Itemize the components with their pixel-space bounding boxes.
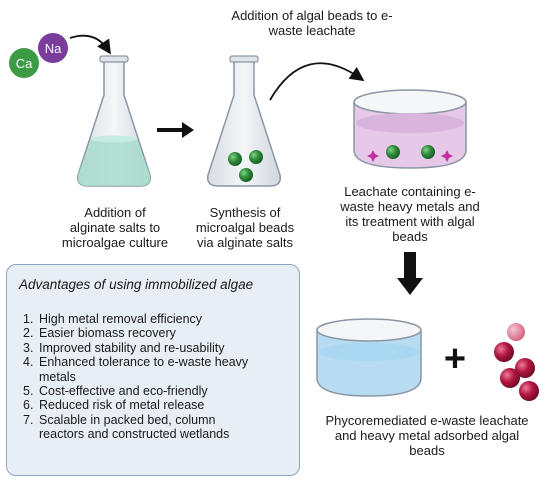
advantage-text: Cost-effective and eco-friendly	[39, 384, 208, 399]
flask1-caption: Addition of alginate salts to microalgae…	[56, 205, 174, 250]
advantage-text-line: Scalable in packed bed, column	[39, 412, 216, 427]
flask-culture-icon	[76, 55, 152, 187]
transfer-caption: Addition of algal beads to e- waste leac…	[212, 8, 412, 38]
caption-line: beads	[392, 229, 428, 244]
advantages-list: 1. High metal removal efficiency 2. Easi…	[23, 312, 293, 442]
caption-line: via alginate salts	[196, 235, 294, 250]
process-arrow-1	[157, 122, 194, 138]
algal-bead-icon	[386, 145, 400, 159]
metal-sparkle-icon	[367, 150, 379, 162]
advantage-text-line: reactors and constructed wetlands	[39, 427, 230, 442]
advantage-number: 5.	[23, 384, 34, 399]
advantage-item: 6. Reduced risk of metal release	[23, 398, 293, 412]
caption-line: waste leachate	[268, 23, 356, 38]
final-caption: Phycoremediated e-waste leachate and hea…	[308, 413, 546, 458]
algal-bead-icon	[249, 150, 263, 164]
advantage-text: High metal removal efficiency	[39, 312, 203, 326]
advantage-item: 3. Improved stability and re-usability	[23, 341, 293, 355]
caption-line: Addition of algal beads to e-	[231, 8, 393, 23]
flask-beads-icon	[206, 55, 282, 187]
ca-label: Ca	[16, 56, 33, 71]
advantage-item: 2. Easier biomass recovery	[23, 326, 293, 340]
advantage-text: Reduced risk of metal release	[39, 398, 205, 413]
leachate-dish-icon	[353, 89, 467, 169]
treated-dish-icon	[316, 318, 422, 397]
advantage-item: 7. Scalable in packed bed, column reacto…	[23, 413, 293, 442]
caption-line: its treatment with algal	[345, 214, 475, 229]
calcium-ion-icon: Ca	[9, 48, 39, 78]
advantages-title: Advantages of using immobilized algae	[19, 277, 254, 292]
caption-line: Leachate containing e-	[344, 184, 476, 199]
caption-line: waste heavy metals and	[340, 199, 480, 214]
advantage-item: 1. High metal removal efficiency	[23, 312, 293, 326]
process-arrow-down	[397, 252, 423, 295]
plus-sign: +	[444, 338, 466, 380]
adsorbed-beads-icon	[494, 323, 539, 401]
advantage-text: Enhanced tolerance to e-waste heavy meta…	[39, 355, 248, 384]
flask2-caption: Synthesis of microalgal beads via algina…	[186, 205, 304, 250]
advantage-number: 3.	[23, 340, 34, 355]
caption-line: alginate salts to	[69, 220, 161, 235]
advantage-number: 7.	[23, 412, 34, 427]
transfer-arrow	[269, 62, 365, 101]
caption-line: beads	[409, 443, 445, 458]
algal-bead-icon	[421, 145, 435, 159]
na-label: Na	[45, 41, 62, 56]
advantage-text: Improved stability and re-usability	[39, 340, 225, 355]
advantage-number: 6.	[23, 398, 34, 413]
metal-sparkle-icon	[441, 150, 453, 162]
advantage-text-line: metals	[39, 369, 76, 384]
caption-line: Addition of	[84, 205, 146, 220]
algal-bead-icon	[228, 152, 242, 166]
advantage-text: Scalable in packed bed, column reactors …	[39, 413, 229, 442]
ions-to-flask-arrow	[69, 34, 111, 55]
dish-caption: Leachate containing e- waste heavy metal…	[330, 184, 490, 244]
advantage-text-line: Enhanced tolerance to e-waste heavy	[39, 355, 249, 370]
sodium-ion-icon: Na	[38, 33, 68, 63]
advantages-panel: Advantages of using immobilized algae 1.…	[6, 264, 300, 476]
algal-bead-icon	[239, 168, 253, 182]
caption-line: microalgal beads	[195, 220, 295, 235]
advantage-item: 4. Enhanced tolerance to e-waste heavy m…	[23, 355, 293, 384]
advantage-number: 2.	[23, 326, 34, 341]
advantage-text: Easier biomass recovery	[39, 326, 176, 341]
caption-line: microalgae culture	[61, 235, 169, 250]
caption-line: Phycoremediated e-waste leachate	[325, 413, 529, 428]
advantage-number: 4.	[23, 355, 34, 370]
caption-line: Synthesis of	[209, 205, 281, 220]
advantage-number: 1.	[23, 312, 34, 326]
advantage-item: 5. Cost-effective and eco-friendly	[23, 384, 293, 398]
caption-line: and heavy metal adsorbed algal	[334, 428, 520, 443]
